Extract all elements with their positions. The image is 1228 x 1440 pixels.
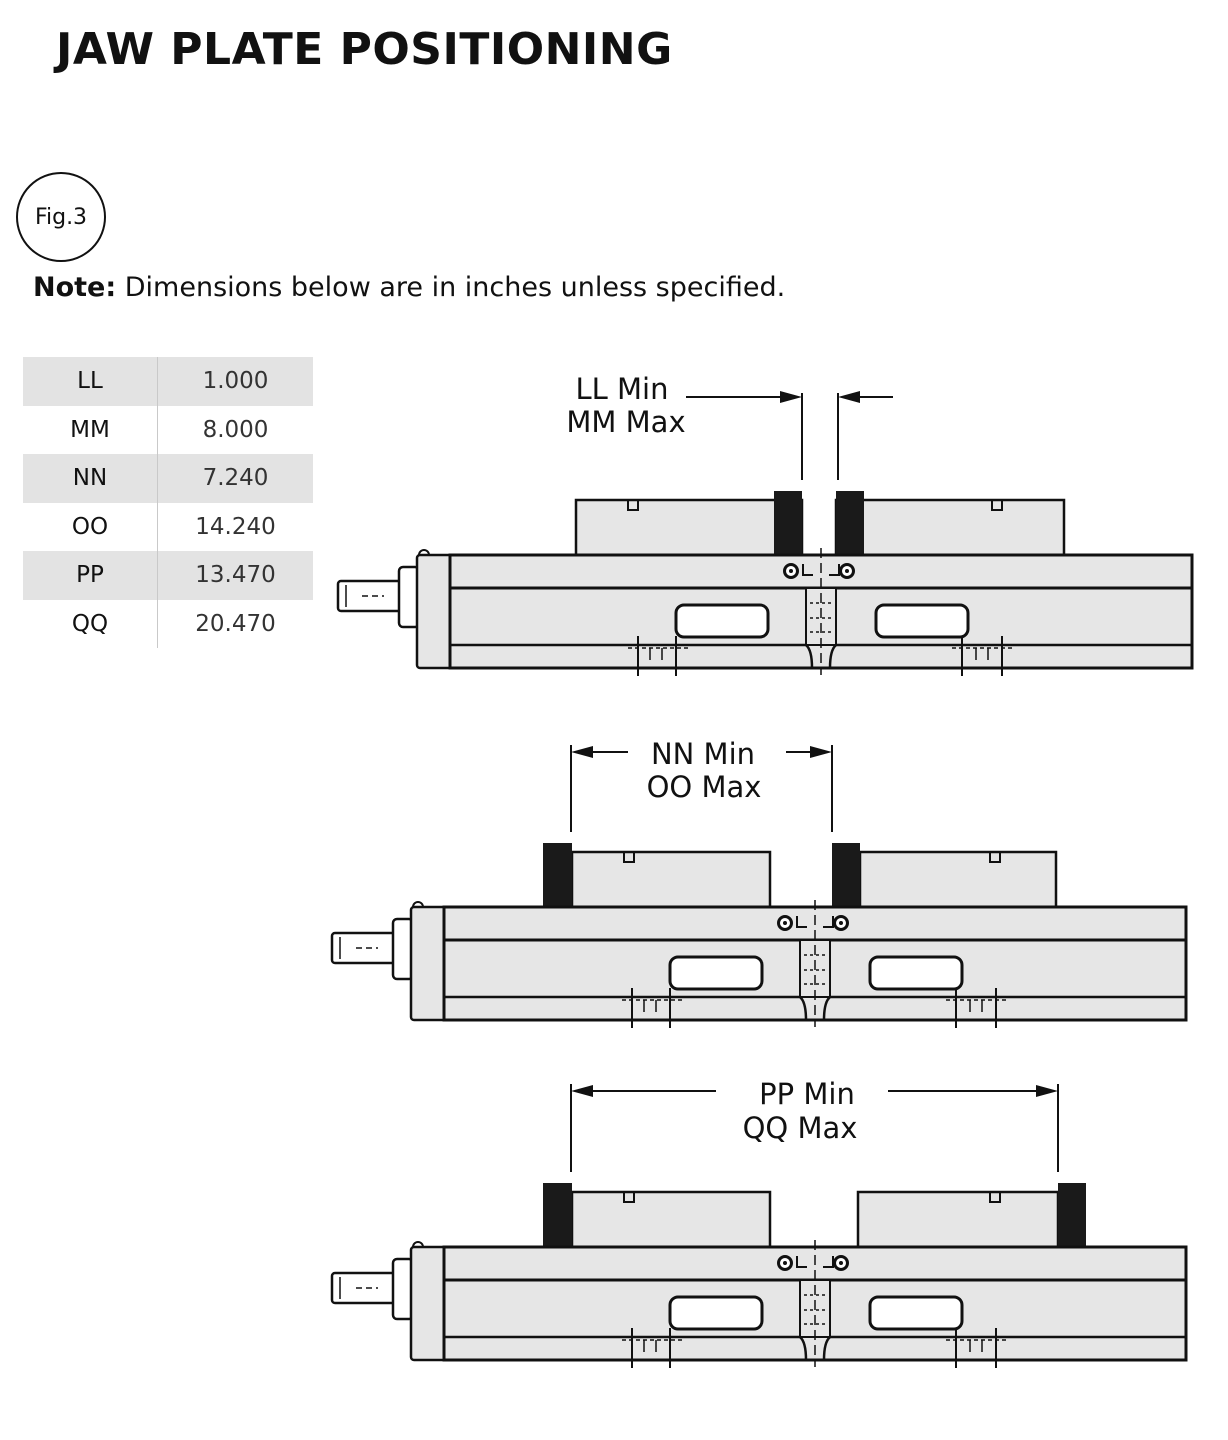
table-row: QQ 20.470 <box>23 599 313 648</box>
vise-base <box>330 1238 1188 1370</box>
dim-key: LL <box>23 357 158 406</box>
dim-key: MM <box>23 405 158 454</box>
jaw-body-right <box>858 850 1058 909</box>
jaw-plate-left <box>543 843 572 907</box>
jaw-body-left <box>574 498 804 557</box>
jaw-body-left <box>570 1190 772 1249</box>
dim-label-max: MM Max <box>566 405 685 439</box>
table-row: PP 13.470 <box>23 551 313 600</box>
page-title: JAW PLATE POSITIONING <box>56 24 673 75</box>
jaw-plate-left <box>774 491 802 555</box>
table-row: MM 8.000 <box>23 405 313 454</box>
jaw-plate-right <box>836 491 864 555</box>
dim-value: 8.000 <box>202 416 269 443</box>
dim-value: 14.240 <box>195 513 276 540</box>
dim-label-min: LL Min <box>576 372 669 406</box>
vise-diagram-1: LL Min MM Max <box>336 372 1194 678</box>
jaw-plate-right <box>832 843 860 907</box>
dimensions-table: LL 1.000 MM 8.000 NN 7.240 OO 14.240 PP … <box>23 357 313 648</box>
jaw-plate-right <box>1058 1183 1086 1247</box>
dim-key: PP <box>23 551 158 600</box>
jaw-plate-left <box>543 1183 572 1247</box>
vise-diagram-3: PP Min QQ Max <box>330 1077 1188 1370</box>
dim-value: 7.240 <box>157 454 313 503</box>
vise-diagram-2: NN Min OO Max <box>330 737 1188 1030</box>
figure-badge: Fig.3 <box>16 172 106 262</box>
table-row: OO 14.240 <box>23 502 313 551</box>
dim-key: OO <box>23 502 158 551</box>
figure-label: Fig.3 <box>34 204 88 230</box>
dim-key: NN <box>23 454 158 503</box>
dim-label-min: NN Min <box>651 737 755 771</box>
dim-label-max: QQ Max <box>743 1111 858 1145</box>
note-bold: Note: <box>33 272 117 303</box>
arrowhead <box>571 746 593 758</box>
dim-label-max: OO Max <box>647 770 762 804</box>
arrowhead <box>571 1085 593 1097</box>
jaw-body-right <box>856 1190 1060 1249</box>
jaw-body-right <box>834 498 1066 557</box>
dim-key: QQ <box>23 599 158 648</box>
arrowhead <box>780 391 802 403</box>
jaw-body-left <box>570 850 772 909</box>
note: Note: Dimensions below are in inches unl… <box>33 272 785 303</box>
note-text: Dimensions below are in inches unless sp… <box>116 272 786 303</box>
arrowhead <box>838 391 860 403</box>
vise-base <box>336 546 1194 678</box>
arrowhead <box>810 746 832 758</box>
arrowhead <box>1036 1085 1058 1097</box>
table-row: NN 7.240 <box>23 454 313 503</box>
dim-label-min: PP Min <box>759 1077 855 1111</box>
table-row: LL 1.000 <box>23 357 313 406</box>
dim-value: 20.470 <box>195 610 276 637</box>
vise-base <box>330 898 1188 1030</box>
dim-value: 13.470 <box>157 551 313 600</box>
dim-value: 1.000 <box>157 357 313 406</box>
